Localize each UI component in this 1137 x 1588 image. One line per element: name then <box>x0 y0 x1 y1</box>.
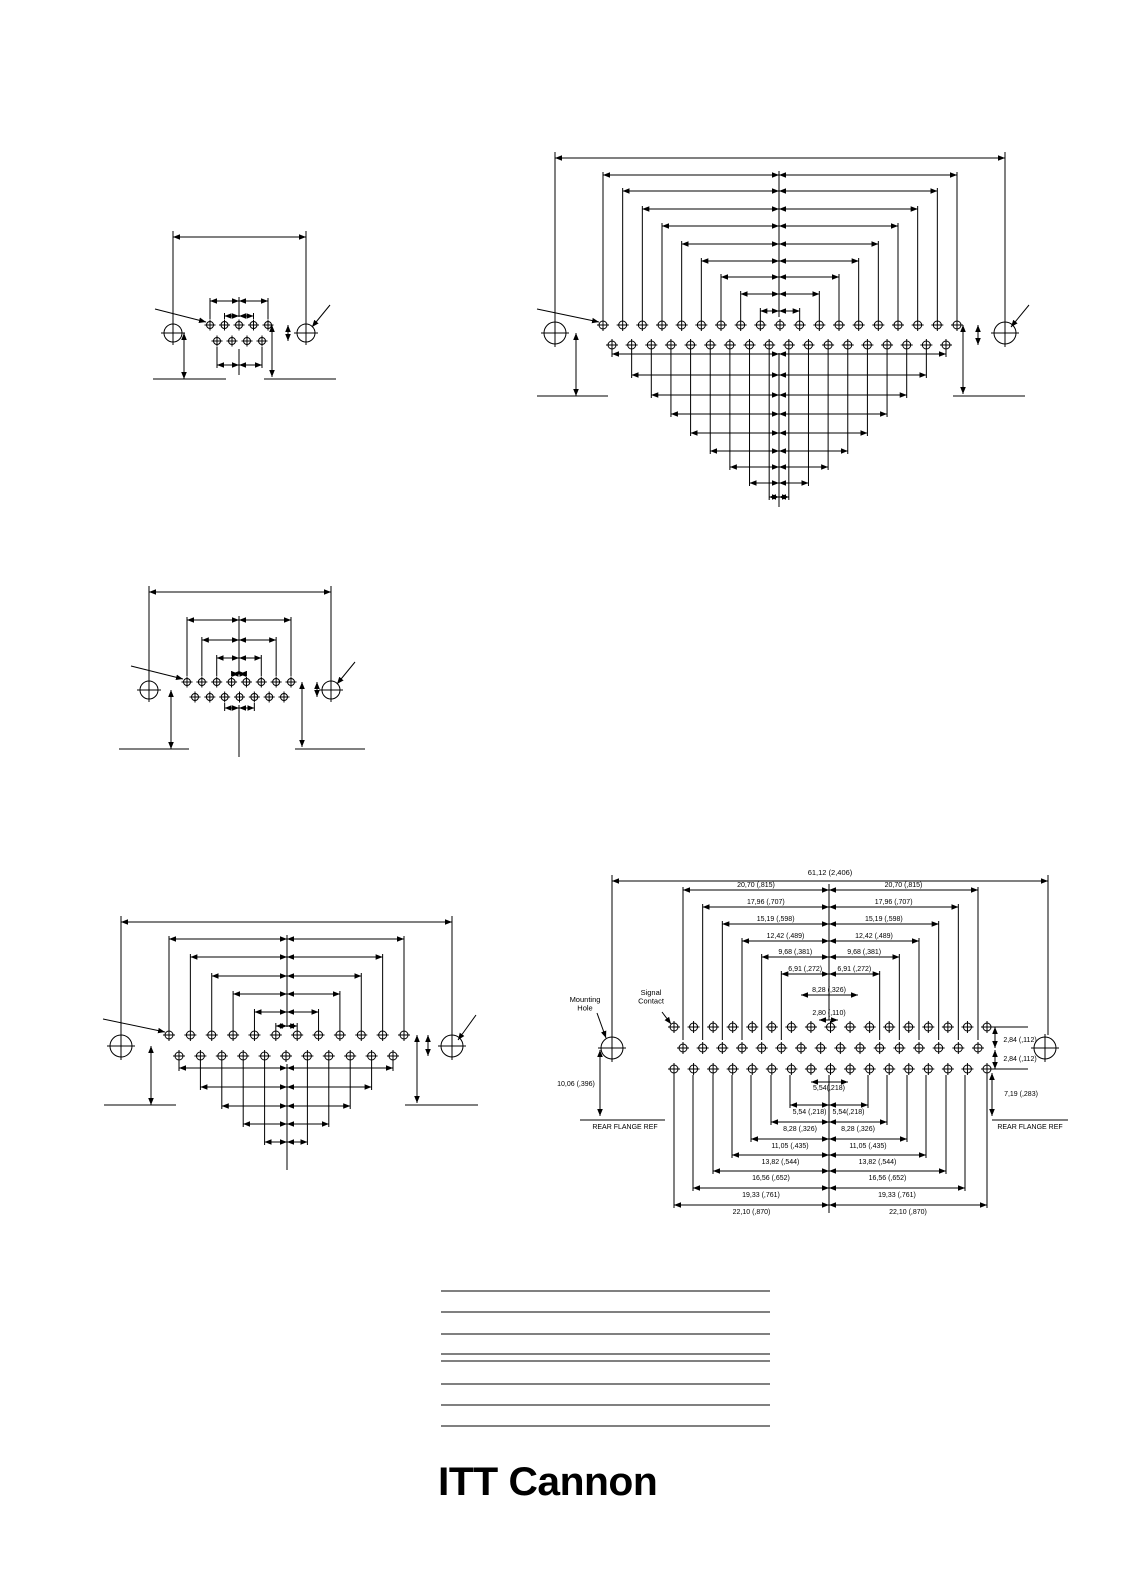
mounting-hole-pointer <box>457 1014 477 1041</box>
dimension-label: 13,82 (,544) <box>859 1159 897 1166</box>
dimension-label: 20,70 (,815) <box>885 882 923 889</box>
signal-contact-pointer <box>154 308 207 323</box>
dimension-label: 5,54 (,218) <box>793 1109 827 1116</box>
dimension-label: 5,54(,218) <box>833 1109 865 1116</box>
mounting-hole-pointer <box>596 1012 607 1039</box>
dimension-label: 7,19 (,283) <box>1004 1091 1038 1098</box>
dimension-label: 9,68 (,381) <box>778 949 812 956</box>
dimension-label: 10,06 (,396) <box>557 1081 595 1088</box>
mounting-hole-pointer <box>336 661 356 685</box>
dimension-label: 13,82 (,544) <box>762 1159 800 1166</box>
dimension-label: 2,84 (,112) <box>1003 1037 1036 1044</box>
dimension-label: 22,10 (,870) <box>889 1209 927 1216</box>
itt-cannon-logo: ITT Cannon <box>438 1460 658 1504</box>
rear-flange-label: REAR FLANGE REF <box>997 1124 1062 1131</box>
dimension-label: 19,33 (,761) <box>742 1192 780 1199</box>
dimension-label: 5,54(,218) <box>813 1085 845 1092</box>
dimension-label: 12,42 (,489) <box>767 933 805 940</box>
dimension-label: 6,91 (,272) <box>788 966 822 973</box>
data-table <box>441 1290 770 1427</box>
dimension-label: 9,68 (,381) <box>847 949 881 956</box>
dimension-label: 8,28 (,326) <box>841 1126 875 1133</box>
rear-flange-label: REAR FLANGE REF <box>592 1124 657 1131</box>
dimension-label: 12,42 (,489) <box>855 933 893 940</box>
dimension-label: 17,96 (,707) <box>875 899 913 906</box>
dimension-label: 2,80 (,110) <box>812 1010 845 1017</box>
dimension-label: 16,56 (,652) <box>752 1175 790 1182</box>
dimension-label: 20,70 (,815) <box>737 882 775 889</box>
mounting-hole-pointer <box>311 304 331 328</box>
dimension-label: 6,91 (,272) <box>837 966 871 973</box>
dimension-label: 2,84 (,112) <box>1003 1056 1036 1063</box>
signal-contact-pointer <box>536 308 600 324</box>
dimension-label: 17,96 (,707) <box>747 899 785 906</box>
dimension-label: 8,28 (,326) <box>783 1126 817 1133</box>
dimension-label: 22,10 (,870) <box>733 1209 771 1216</box>
dimension-label: 11,05 (,435) <box>849 1143 886 1150</box>
dimension-label: 8,28 (,326) <box>812 987 846 994</box>
dimension-label: 19,33 (,761) <box>878 1192 916 1199</box>
dimension-label: 15,19 (,598) <box>865 916 903 923</box>
overall-width-label: 61,12 (2,406) <box>808 868 853 877</box>
dimension-label: 15,19 (,598) <box>757 916 795 923</box>
mounting-hole-pointer <box>1010 304 1030 328</box>
dimension-label: 16,56 (,652) <box>869 1175 907 1182</box>
signal-contact-pointer <box>102 1018 166 1034</box>
dimension-label: 11,05 (,435) <box>771 1143 808 1150</box>
signal-contact-pointer <box>661 1011 672 1025</box>
signal-contact-pointer <box>130 665 184 681</box>
